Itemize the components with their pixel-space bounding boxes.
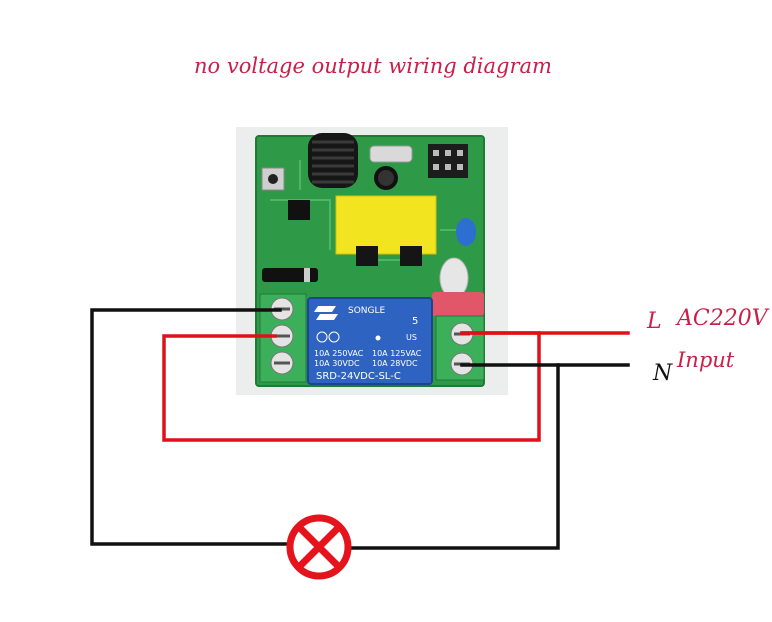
neutral-label: N [653,361,673,386]
relay-rating-1: 10A 250VAC [314,349,364,358]
live-wire [162,331,630,442]
diagram-title: no voltage output wiring diagram [194,54,552,78]
relay-brand: SONGLE [348,306,386,316]
relay-model: SRD-24VDC-SL-C [316,371,401,382]
live-label: L [647,309,662,334]
neutral-wire [90,308,630,550]
varistor [456,218,476,246]
svg-text:5: 5 [412,316,418,327]
relay-rating-2: 10A 125VAC [372,349,422,358]
voltage-label: AC220V [677,306,768,331]
jumper-header [428,144,468,178]
relay-rating-4: 10A 28VDC [372,359,418,368]
input-label: Input [677,348,735,372]
screw-terminal-icon [435,315,485,381]
antenna-coil-icon [308,133,358,188]
relay-rating-3: 10A 30VDC [314,359,360,368]
crystal [369,145,413,163]
lamp-icon [286,514,352,580]
relay-icon: 5 US SONGLE 10A 250VAC 10A 125VAC 10A 30… [307,297,433,385]
ic-chip [288,200,310,220]
receiver-board: 5 US SONGLE 10A 250VAC 10A 125VAC 10A 30… [255,133,485,387]
svg-text:US: US [406,333,417,342]
yellow-capacitor [335,195,437,255]
red-capacitor [432,292,484,316]
screw-terminal-icon [259,293,307,383]
